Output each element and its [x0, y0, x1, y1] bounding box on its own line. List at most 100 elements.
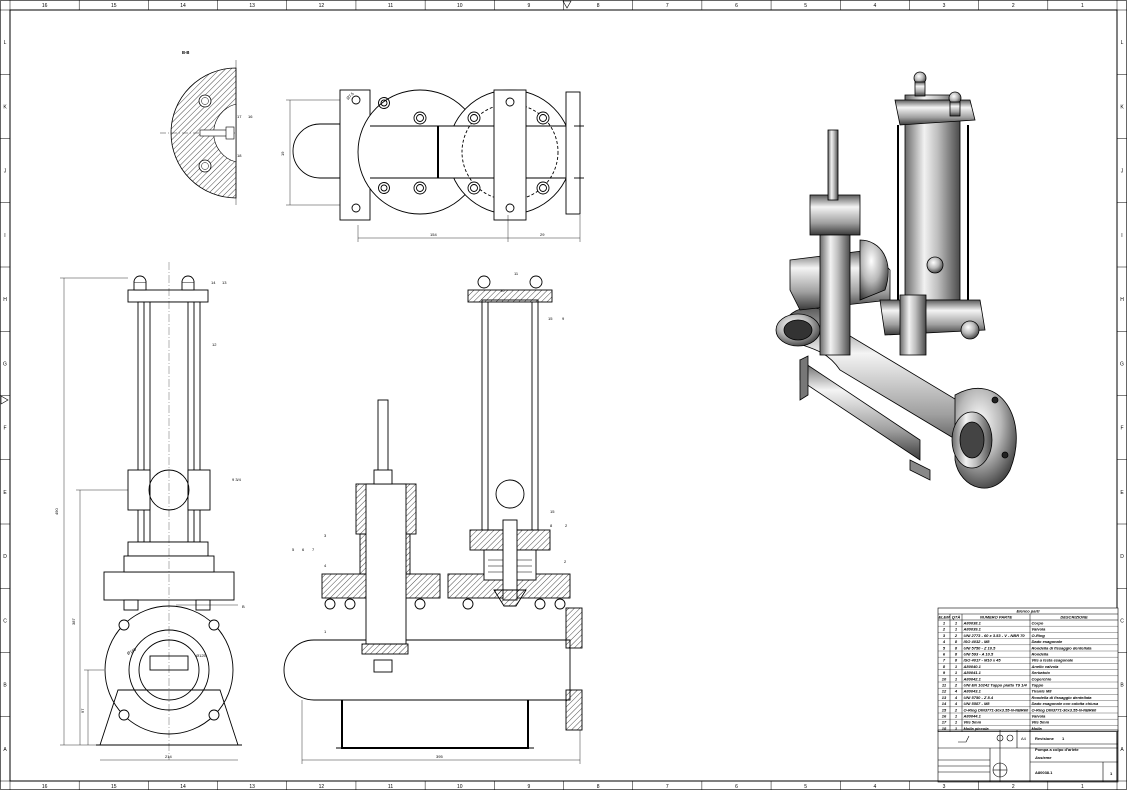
parts-list-cell: Molla [1032, 726, 1043, 731]
parts-list-cell: 3 [943, 633, 946, 638]
zone-col-label: 2 [1012, 784, 1015, 790]
dim-490: 490 [54, 508, 59, 515]
parts-list-cell: Rondella di fissaggio dentellata [1032, 695, 1093, 700]
parts-list-cell: Dado esagonale con calotta chiusa [1032, 701, 1099, 706]
parts-list-cell: 14 [942, 701, 947, 706]
parts-list-cell: 4 [954, 689, 958, 694]
title-block [937, 729, 1119, 783]
parts-list-cell: 1 [955, 627, 958, 632]
parts-list-cell: Vite 5mm [1032, 720, 1050, 725]
parts-list-title: Elenco parti [1017, 609, 1041, 614]
zone-col-label: 7 [666, 784, 669, 790]
parts-list-cell: 8 [955, 652, 958, 657]
zone-row-label: A [1120, 747, 1124, 753]
parts-list-cell: O-Ring DIN3771-30x3.55-N-NBR60 [964, 707, 1029, 712]
dim-387: 387 [71, 618, 76, 625]
parts-list-cell: ISO 4032 - M8 [964, 639, 991, 644]
parts-list-header: NUMERO PARTE [980, 614, 1012, 619]
parts-list-cell: Valvola [1032, 627, 1047, 632]
parts-list-cell: 2 [954, 707, 958, 712]
callout-thread: 9 3/4 [232, 477, 242, 482]
title-line-2: Assieme [1034, 755, 1052, 760]
parts-list-cell: Vite 5mm [964, 720, 982, 725]
front-view [60, 262, 242, 761]
dim-19: 19 [280, 151, 285, 156]
zone-col-label: 13 [249, 3, 255, 9]
callout-9: 15 [550, 509, 555, 514]
main-section-view [283, 275, 583, 764]
section-view-b-b: B-B 17 16 18 [160, 50, 253, 205]
parts-list-cell: 8 [955, 645, 958, 650]
parts-list-cell: 6 [943, 652, 946, 657]
parts-list-cell: 1 [943, 621, 946, 626]
parts-list-cell: A80044.1 [963, 714, 982, 719]
parts-list-cell: 8 [955, 658, 958, 663]
parts-list-cell: UNI 5750 - Z 10.5 [964, 645, 997, 650]
zone-col-label: 11 [388, 784, 393, 790]
callout-15b: 8 [550, 523, 553, 528]
callout-8: 2 [565, 523, 568, 528]
zone-col-label: 12 [319, 784, 325, 790]
parts-list-cell: 2 [954, 683, 958, 688]
parts-list-cell: 7 [943, 658, 946, 663]
note-top: Ø7.5 [345, 90, 355, 100]
zone-col-label: 13 [249, 784, 255, 790]
parts-list-cell: UNI 593 - A 10.5 [964, 652, 994, 657]
parts-list-cell: A80038.1 [963, 621, 982, 626]
parts-list-cell: 2 [942, 627, 946, 632]
zone-col-label: 12 [319, 3, 325, 9]
dim-97: 97 [80, 708, 85, 713]
parts-list-cell: UNI 2773 - 60 x 3.53 - V - NBR 70 [964, 633, 1026, 638]
zone-row-label: D [3, 554, 7, 560]
callout-16b: 9 [562, 316, 565, 321]
parts-list-cell: A80040.1 [963, 664, 982, 669]
zone-row-label: E [3, 490, 7, 496]
zone-col-label: 11 [388, 3, 393, 9]
parts-list-cell: 13 [942, 695, 947, 700]
callout-14: 14 [211, 280, 216, 285]
parts-list-header: DESCRIZIONE [1060, 614, 1088, 619]
zone-row-label: B [3, 683, 7, 689]
zone-row-label: K [1120, 104, 1124, 110]
zone-col-label: 8 [597, 3, 600, 9]
parts-list-cell: Corpo [1032, 621, 1044, 626]
parts-list-cell: Serbatoio [1032, 670, 1051, 675]
dim-29: 29 [540, 232, 545, 237]
parts-list-cell: 8 [943, 664, 946, 669]
parts-list-cell: Dado esagonale [1032, 639, 1063, 644]
parts-list-cell: 4 [942, 639, 946, 644]
parts-list-cell: A80043.1 [963, 689, 982, 694]
section-title: B-B [182, 50, 189, 55]
parts-list-cell: 1 [955, 720, 958, 725]
hole-dia-2: Ø125 [196, 653, 207, 658]
zone-col-label: 10 [457, 3, 463, 9]
callout-12: 12 [212, 342, 217, 347]
parts-list-cell: O-Ring [1032, 633, 1046, 638]
hole-dia-1: Ø160 [126, 646, 138, 656]
zone-col-label: 4 [873, 3, 876, 9]
parts-list-cell: Rondella di fissaggio dentellata [1032, 645, 1093, 650]
zone-col-label: 2 [1012, 3, 1015, 9]
callout-16: 16 [248, 114, 253, 119]
dim-395: 395 [436, 754, 443, 759]
callout-10: 10 [500, 288, 505, 293]
parts-list-cell: Anello valvola [1031, 664, 1060, 669]
zone-row-label: F [3, 426, 6, 432]
parts-list-cell: 1 [955, 664, 958, 669]
zone-col-label: 7 [666, 3, 669, 9]
zone-row-label: L [1121, 40, 1124, 46]
parts-list-cell: 1 [955, 621, 958, 626]
zone-col-label: 5 [804, 784, 807, 790]
zone-col-label: 1 [1081, 784, 1084, 790]
zone-row-label: H [3, 297, 7, 303]
parts-list-cell: 16 [942, 714, 947, 719]
zone-row-label: L [4, 40, 7, 46]
zone-col-label: 14 [180, 3, 186, 9]
zone-row-label: B [1120, 683, 1124, 689]
revision-value: 1 [1062, 736, 1065, 741]
zone-col-label: 8 [597, 784, 600, 790]
